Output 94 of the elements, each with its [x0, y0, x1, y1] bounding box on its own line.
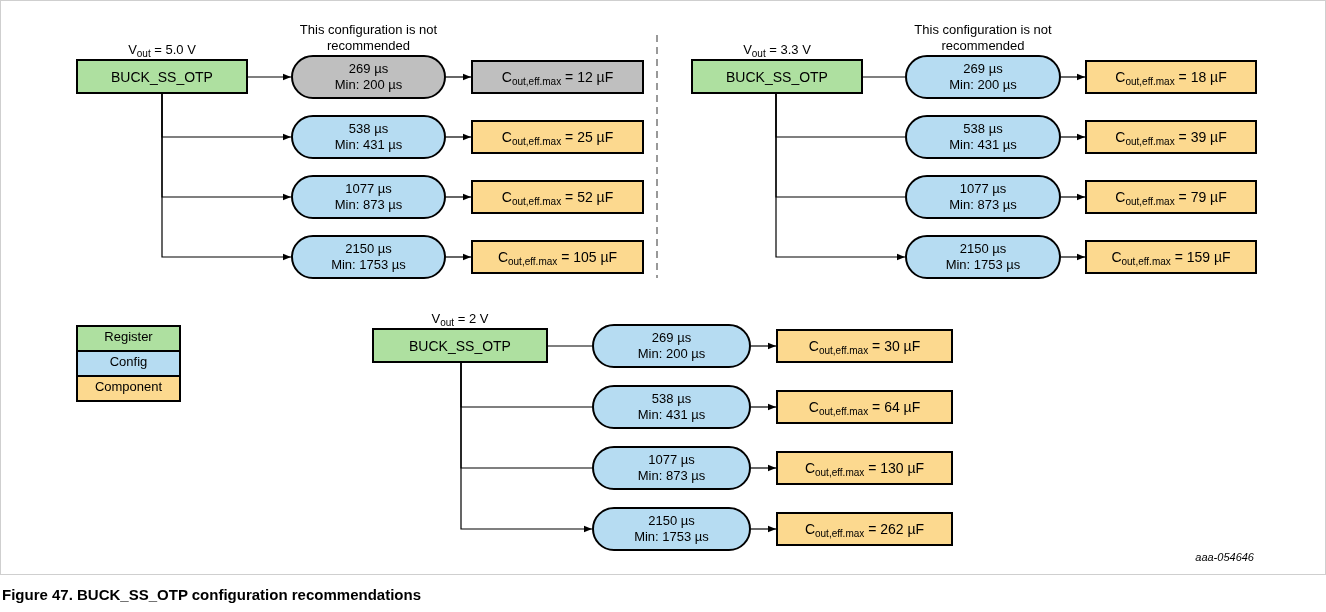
- timing-value: 538 µs: [348, 121, 389, 137]
- timing-value: Min: 431 µs: [334, 137, 403, 153]
- arrow: [775, 93, 906, 261]
- register-name: BUCK_SS_OTP: [726, 68, 828, 85]
- timing-value: Min: 200 µs: [334, 77, 403, 93]
- note-text: This configuration is not recommended: [299, 22, 438, 54]
- arrow: [445, 253, 472, 261]
- capacitance-value: C$_{out,eff.max}$ = 64 µF: [808, 399, 921, 415]
- voltage-label: V$_{out}$ = 2 V: [430, 311, 490, 327]
- timing-value: Min: 1753 µs: [634, 529, 709, 545]
- component-box: [776, 390, 953, 424]
- timing-value: Min: 200 µs: [949, 77, 1017, 93]
- arrow: [1060, 253, 1086, 261]
- config-pill: [905, 115, 1061, 159]
- timing-value: Min: 431 µs: [949, 137, 1017, 153]
- component-box: [1085, 240, 1257, 274]
- timing-value: Min: 1753 µs: [945, 257, 1021, 273]
- component-box: [776, 451, 953, 485]
- capacitance-value: C$_{out,eff.max}$ = 130 µF: [804, 460, 925, 476]
- capacitance-value: C$_{out,eff.max}$ = 18 µF: [1115, 69, 1227, 85]
- connector-line: [862, 76, 906, 78]
- timing-value: 269 µs: [651, 330, 692, 346]
- capacitance-value: C$_{out,eff.max}$ = 52 µF: [501, 189, 614, 205]
- component-box: [471, 60, 644, 94]
- capacitance-value: C$_{out,eff.max}$ = 12 µF: [501, 69, 614, 85]
- component-box: [1085, 60, 1257, 94]
- config-pill: [905, 175, 1061, 219]
- arrow: [750, 525, 777, 533]
- timing-value: 538 µs: [651, 391, 692, 407]
- capacitance-value: C$_{out,eff.max}$ = 159 µF: [1111, 249, 1231, 265]
- timing-value: Min: 873 µs: [637, 468, 706, 484]
- config-pill: [592, 446, 751, 490]
- timing-value: 2150 µs: [345, 241, 392, 257]
- capacitance-value: C$_{out,eff.max}$ = 25 µF: [501, 129, 614, 145]
- config-pill: [291, 175, 446, 219]
- timing-value: 269 µs: [348, 61, 389, 77]
- config-pill: [291, 235, 446, 279]
- component-box: [776, 512, 953, 546]
- figure-id: aaa-054646: [1195, 551, 1254, 563]
- arrow: [460, 362, 593, 533]
- arrow: [1060, 73, 1086, 81]
- timing-value: 1077 µs: [959, 181, 1007, 197]
- voltage-label: V$_{out}$ = 5.0 V: [127, 42, 197, 58]
- arrow: [750, 342, 777, 350]
- register-box: [372, 328, 548, 363]
- config-pill: [905, 55, 1061, 99]
- config-pill: [592, 507, 751, 551]
- timing-value: 538 µs: [963, 121, 1003, 137]
- note-text: This configuration is not recommended: [913, 22, 1053, 54]
- config-pill: [592, 324, 751, 368]
- component-box: [471, 240, 644, 274]
- timing-value: 2150 µs: [959, 241, 1007, 257]
- timing-value: 1077 µs: [648, 452, 695, 468]
- config-pill: [592, 385, 751, 429]
- register-box: [691, 59, 863, 94]
- arrow: [750, 464, 777, 472]
- register-name: BUCK_SS_OTP: [111, 68, 213, 85]
- capacitance-value: C$_{out,eff.max}$ = 105 µF: [497, 249, 618, 265]
- timing-value: Min: 1753 µs: [331, 257, 406, 273]
- arrow: [445, 133, 472, 141]
- config-pill: [905, 235, 1061, 279]
- timing-value: Min: 873 µs: [334, 197, 403, 213]
- arrow: [750, 403, 777, 411]
- arrow: [445, 193, 472, 201]
- component-box: [1085, 120, 1257, 154]
- component-box: [471, 120, 644, 154]
- register-name: BUCK_SS_OTP: [409, 337, 511, 354]
- arrow: [1060, 193, 1086, 201]
- figure-caption: Figure 47. BUCK_SS_OTP configuration recommendations: [2, 586, 421, 603]
- arrow: [247, 73, 292, 81]
- config-pill: [291, 55, 446, 99]
- arrow: [161, 93, 292, 261]
- capacitance-value: C$_{out,eff.max}$ = 79 µF: [1115, 189, 1227, 205]
- capacitance-value: C$_{out,eff.max}$ = 39 µF: [1115, 129, 1227, 145]
- capacitance-value: C$_{out,eff.max}$ = 30 µF: [808, 338, 921, 354]
- arrow: [1060, 133, 1086, 141]
- config-pill: [291, 115, 446, 159]
- component-box: [776, 329, 953, 363]
- arrow: [445, 73, 472, 81]
- component-box: [471, 180, 644, 214]
- timing-value: Min: 200 µs: [637, 346, 706, 362]
- component-box: [1085, 180, 1257, 214]
- connector-line: [547, 345, 593, 347]
- timing-value: 2150 µs: [648, 513, 695, 529]
- capacitance-value: C$_{out,eff.max}$ = 262 µF: [804, 521, 925, 537]
- voltage-label: V$_{out}$ = 3.3 V: [742, 42, 812, 58]
- register-box: [76, 59, 248, 94]
- timing-value: Min: 873 µs: [949, 197, 1017, 213]
- timing-value: 1077 µs: [345, 181, 392, 197]
- timing-value: Min: 431 µs: [637, 407, 706, 423]
- legend-swatch: Register: [76, 325, 181, 352]
- timing-value: 269 µs: [963, 61, 1003, 77]
- legend-swatch: Component: [76, 377, 181, 402]
- legend-swatch: Config: [76, 352, 181, 377]
